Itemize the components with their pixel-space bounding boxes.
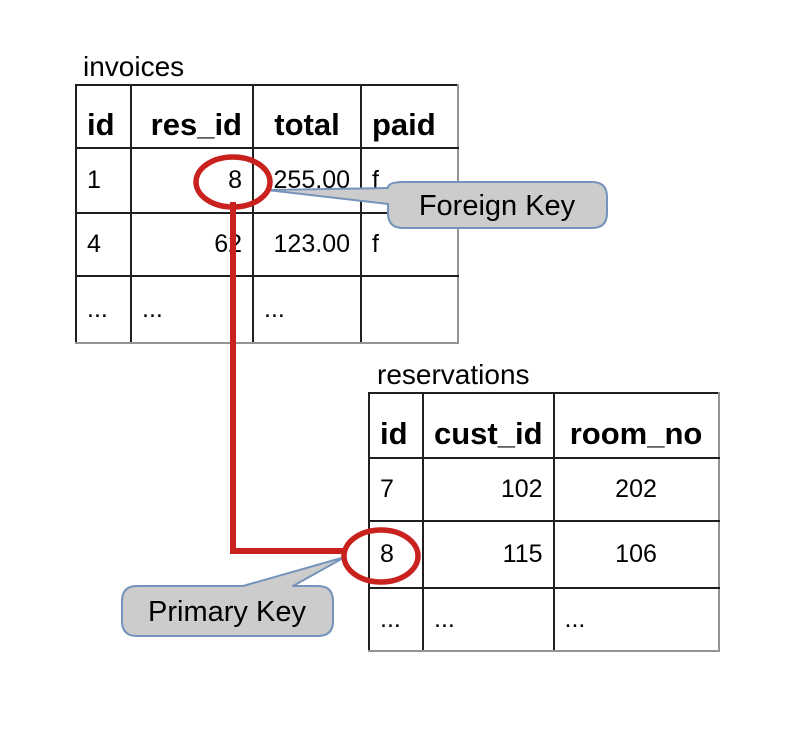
invoices-row-1: 1 8 255.00 f [75,147,459,214]
primary-key-callout-bubble [121,556,346,637]
reservations-row-1: 7 102 202 [368,457,720,522]
reservations-table: id cust_id room_no 7 102 202 8 115 106 .… [368,392,720,652]
invoices-cell-res-id: 8 [130,147,254,214]
invoices-cell-total: 255.00 [252,147,362,214]
invoices-header-paid: paid [360,84,459,149]
invoices-cell-paid: f [360,147,459,214]
reservations-header-row: id cust_id room_no [368,392,720,459]
reservations-cell-room-no: 202 [552,457,720,522]
invoices-row-ellipsis: ... ... ... [75,275,459,344]
invoices-cell-paid: f [360,212,459,277]
invoices-table-title: invoices [83,51,185,82]
reservations-cell-id: ... [368,587,424,652]
invoices-cell-total: ... [252,275,362,344]
reservations-cell-id: 7 [368,457,424,522]
reservations-cell-cust-id: 115 [422,520,555,589]
invoices-row-2: 4 62 123.00 f [75,212,459,277]
invoices-cell-paid [360,275,459,344]
reservations-row-2: 8 115 106 [368,520,720,589]
reservations-header-cust-id: cust_id [422,392,555,459]
invoices-header-total: total [252,84,362,149]
reservations-cell-room-no: 106 [552,520,720,589]
reservations-cell-cust-id: ... [422,587,555,652]
invoices-header-id: id [75,84,132,149]
primary-key-label: Primary Key [148,596,306,628]
reservations-header-id: id [368,392,424,459]
invoices-header-res-id: res_id [130,84,254,149]
invoices-cell-id: 4 [75,212,132,277]
reservations-cell-cust-id: 102 [422,457,555,522]
invoices-cell-res-id: 62 [130,212,254,277]
reservations-row-ellipsis: ... ... ... [368,587,720,652]
invoices-cell-id: ... [75,275,132,344]
invoices-cell-total: 123.00 [252,212,362,277]
reservations-cell-room-no: ... [552,587,720,652]
invoices-header-row: id res_id total paid [75,84,459,149]
reservations-header-room-no: room_no [552,392,720,459]
invoices-cell-res-id: ... [130,275,254,344]
invoices-table: id res_id total paid 1 8 255.00 f 4 62 1… [75,84,459,344]
reservations-cell-id: 8 [368,520,424,589]
reservations-table-title: reservations [377,359,530,390]
invoices-cell-id: 1 [75,147,132,214]
